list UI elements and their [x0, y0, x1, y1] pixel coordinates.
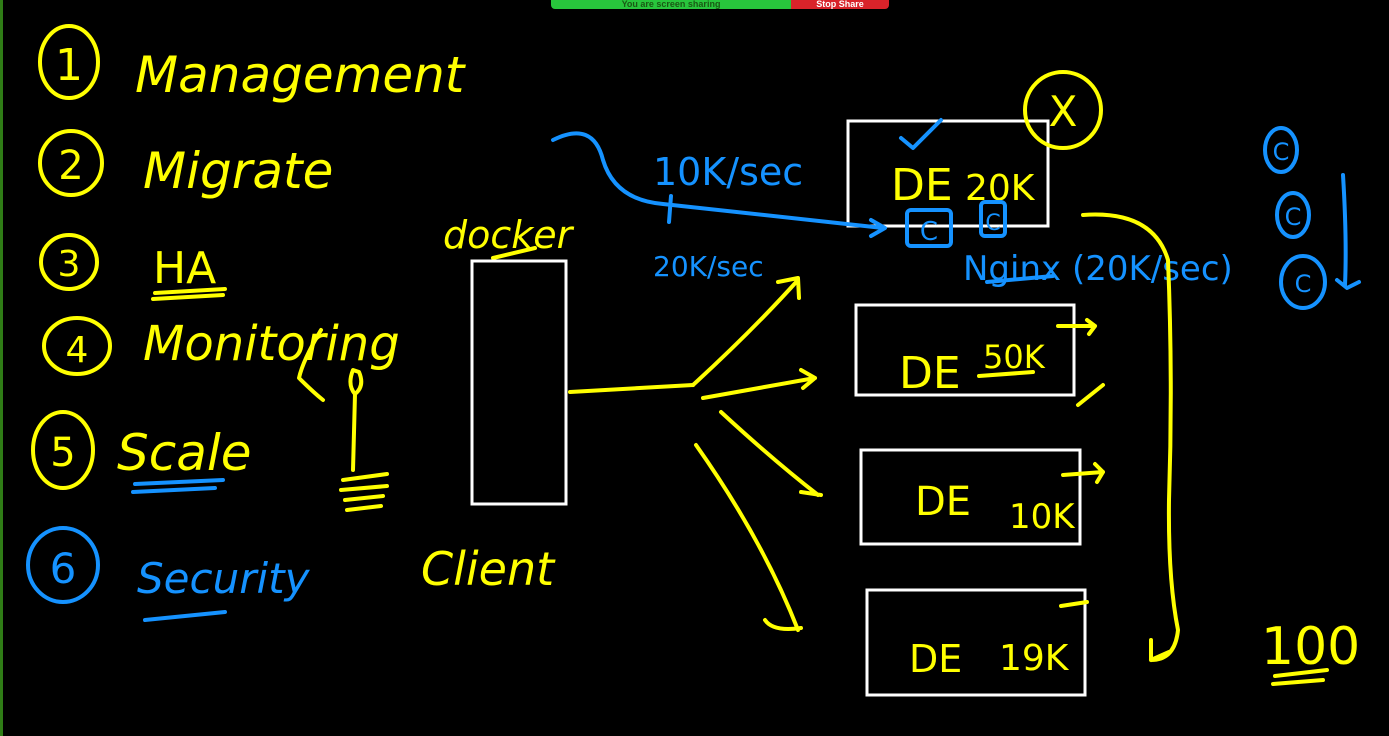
arrow-to-box-2 [701, 368, 817, 400]
c-marker-box [979, 200, 1007, 238]
server-value: 50K [983, 338, 1046, 376]
list-label: Migrate [143, 142, 333, 200]
failure-circle [1023, 70, 1103, 150]
list-number: 2 [58, 143, 83, 189]
list-item: 5 Scale [31, 410, 252, 494]
c-marker: C [1295, 270, 1312, 298]
count-label: 100 [1261, 617, 1360, 677]
rate-primary: 10K/sec [653, 150, 803, 194]
list-label: Scale [117, 424, 252, 482]
c-marker: C [920, 217, 938, 247]
list-number: 6 [50, 544, 77, 593]
return-arrow [1081, 212, 1180, 662]
server-value: 19K [999, 638, 1070, 679]
server-label: DE [899, 348, 961, 399]
server-label: DE [909, 637, 962, 681]
c-marker: C [1285, 203, 1302, 231]
list-item: 1 Management [38, 24, 467, 104]
server-value: 10K [1009, 497, 1076, 537]
list-label: Monitoring [143, 316, 400, 372]
rate-secondary: 20K/sec [653, 250, 764, 283]
failure-cross: X [1049, 87, 1078, 136]
list-item: 4 Monitoring [42, 316, 400, 376]
screen-share-status: You are screen sharing [551, 0, 791, 9]
list-number: 4 [66, 330, 89, 371]
c-circle [1275, 191, 1311, 239]
c-marker-box [905, 208, 953, 248]
arrow-to-box-1 [691, 276, 801, 387]
stop-share-button[interactable]: Stop Share [791, 0, 889, 9]
server-box: DE 19K [865, 588, 1089, 697]
client-connector [568, 383, 695, 394]
server-box: DE 50K [854, 303, 1105, 407]
server-box: DE 20K [846, 118, 1050, 228]
arrow-to-box-3 [719, 410, 823, 497]
list-item: 2 Migrate [38, 129, 333, 200]
pin-sketch [339, 368, 389, 512]
list-label: Security [137, 554, 311, 603]
arrow-to-box-4 [694, 443, 803, 632]
c-circle [1263, 126, 1299, 174]
list-item: 3 HA [39, 233, 227, 301]
list-label: HA [153, 243, 216, 294]
server-label: DE [891, 160, 953, 211]
whiteboard-drawing: 1 Management 2 Migrate 3 HA 4 Monitoring… [26, 24, 1361, 697]
client-label: Client [421, 542, 556, 596]
list-number: 1 [55, 40, 83, 91]
bracket-mark [297, 328, 325, 402]
docker-label: docker [443, 213, 575, 257]
server-label: DE [915, 479, 971, 525]
c-circle [1279, 254, 1327, 310]
incoming-flow-arrow [551, 131, 887, 238]
check-mark [899, 118, 943, 150]
list-number: 5 [50, 430, 75, 476]
list-item: 6 Security [26, 526, 311, 622]
list-label: Management [135, 46, 467, 104]
screen-share-bar: You are screen sharing Stop Share [551, 0, 889, 9]
client-box [470, 259, 568, 506]
c-marker: C [985, 211, 1000, 236]
list-number: 3 [58, 244, 81, 285]
nginx-label: Nginx (20K/sec) [963, 249, 1233, 289]
down-arrow [1335, 173, 1361, 290]
server-box: DE 10K [859, 448, 1105, 546]
c-marker: C [1273, 138, 1290, 166]
